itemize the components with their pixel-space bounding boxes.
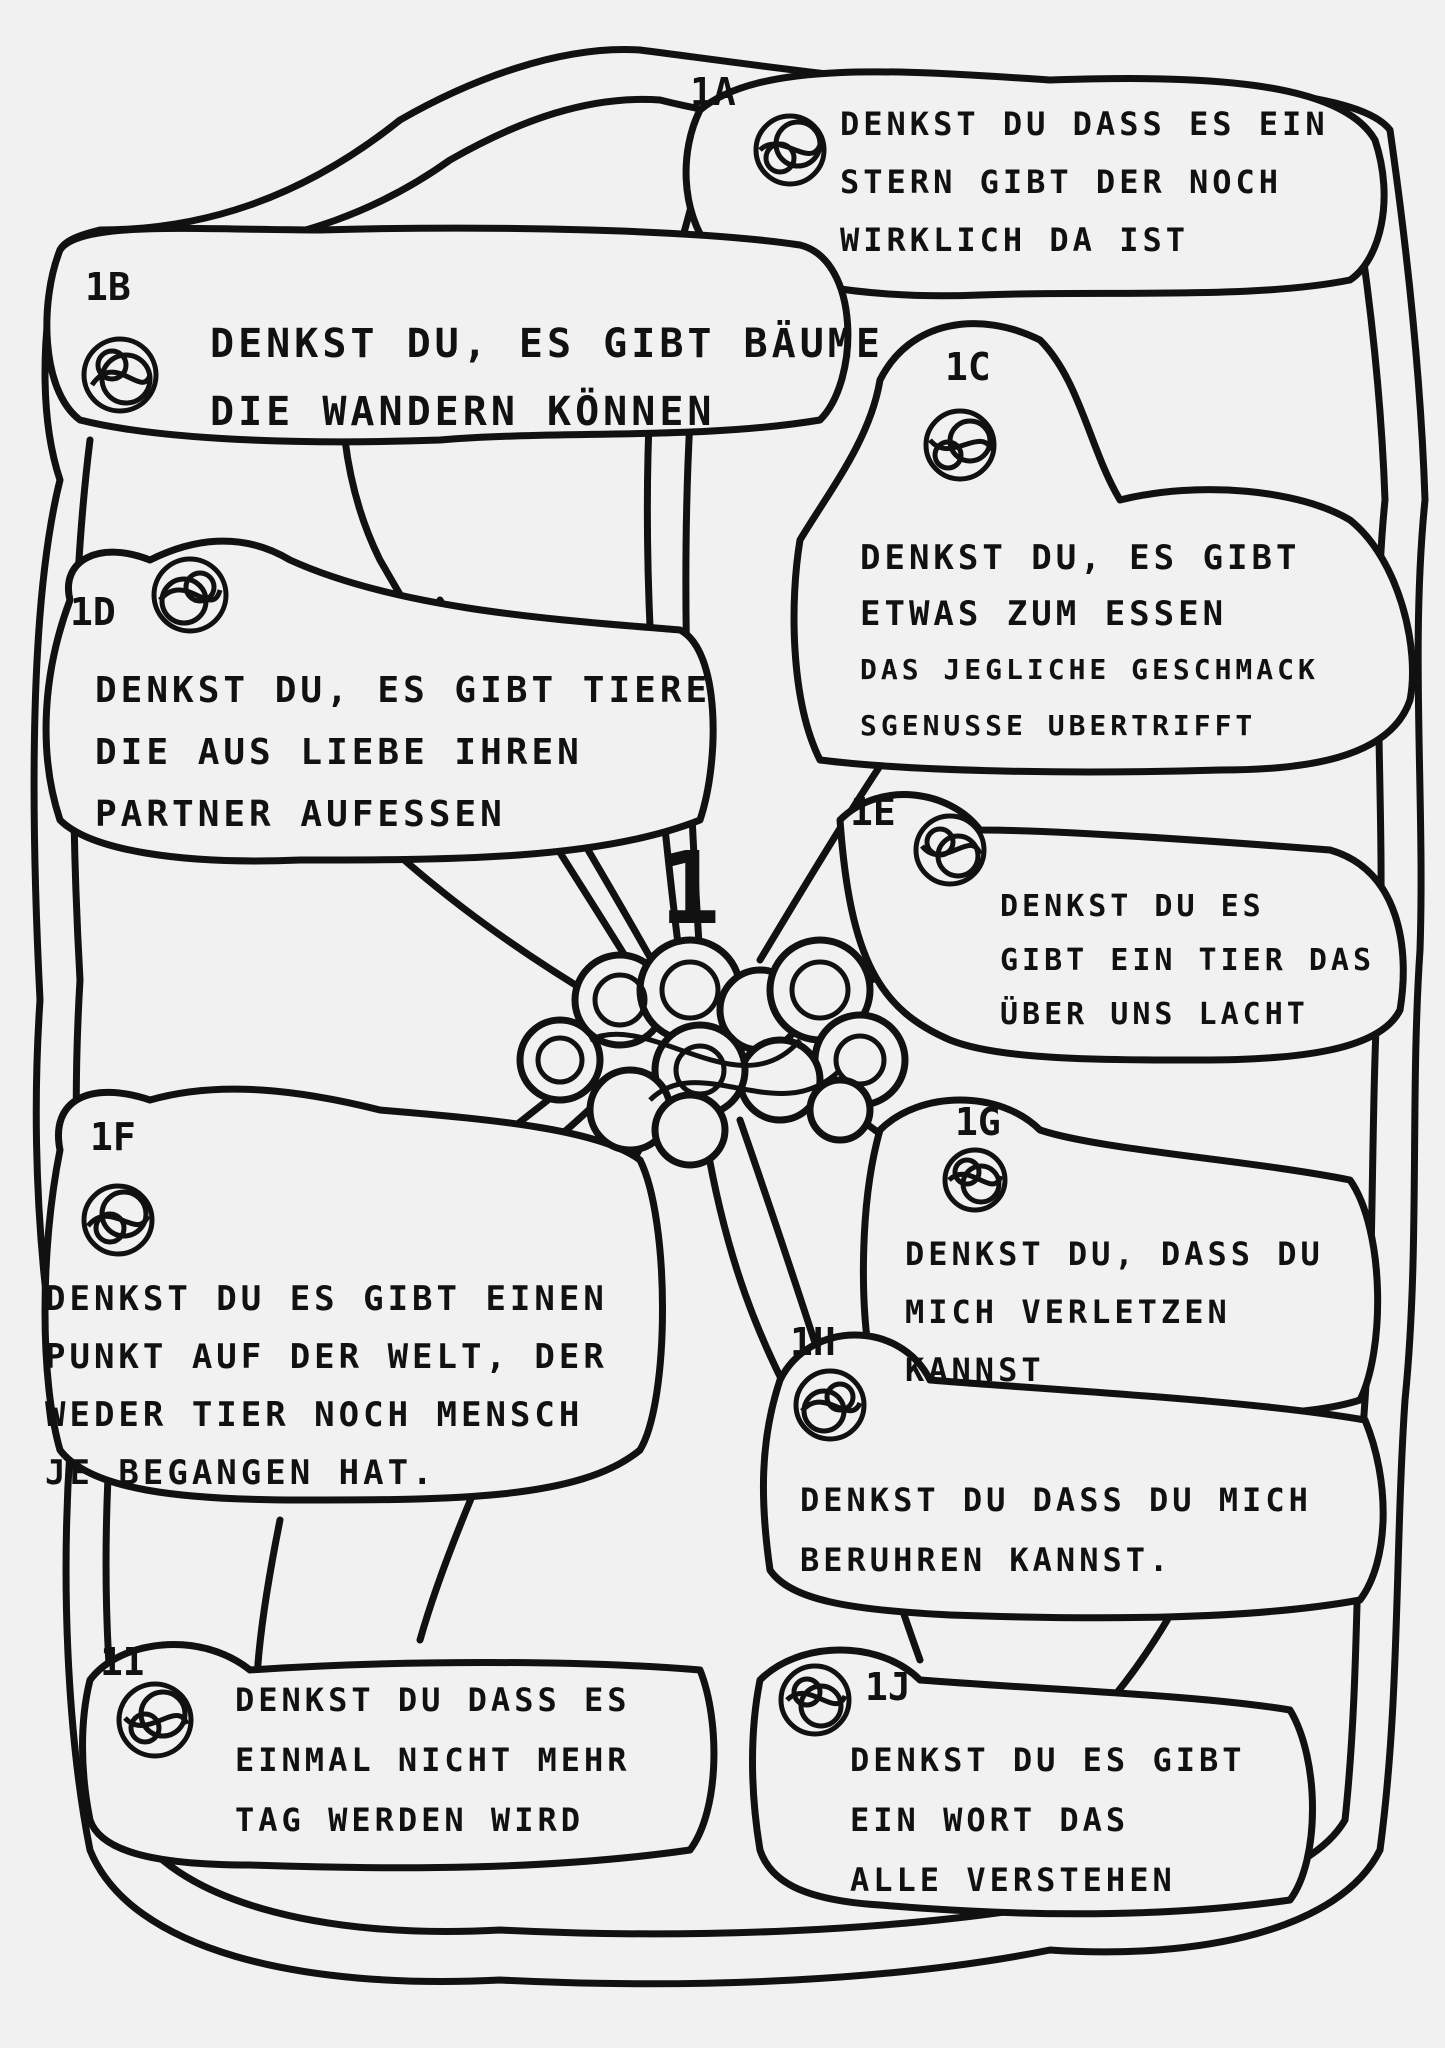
question-1F-line: WEDER TIER NOCH MENSCH [45, 1395, 584, 1435]
question-1F-line: JE BEGANGEN HAT. [45, 1453, 437, 1493]
question-1J: DENKST DU ES GIBT EIN WORT DAS ALLE VERS… [850, 1730, 1246, 1910]
question-1C: DENKST DU, ES GIBT ETWAS ZUM ESSEN DAS J… [860, 530, 1319, 754]
knot-icon-1G [942, 1147, 1008, 1213]
question-1F-line: DENKST DU ES GIBT EINEN [45, 1279, 608, 1319]
knot-icon-1H [793, 1368, 867, 1442]
question-1J-line: DENKST DU ES GIBT [850, 1741, 1246, 1779]
question-1F-line: PUNKT AUF DER WELT, DER [45, 1337, 608, 1377]
question-1B-line: DIE WANDERN KÖNNEN [210, 389, 716, 435]
question-1B-line: DENKST DU, ES GIBT BÄUME [210, 321, 884, 367]
question-1A-line: WIRKLICH DA IST [840, 221, 1189, 259]
question-1G-line: MICH VERLETZEN [905, 1293, 1231, 1331]
question-1J-line: ALLE VERSTEHEN [850, 1861, 1176, 1899]
question-1A-line: STERN GIBT DER NOCH [840, 163, 1283, 201]
question-1J-line: EIN WORT DAS [850, 1801, 1130, 1839]
node-label-1H: 1H [790, 1320, 836, 1364]
question-1C-line: ETWAS ZUM ESSEN [860, 594, 1228, 634]
question-1H-line: BERUHREN KANNST. [800, 1541, 1173, 1579]
question-1G-line: DENKST DU, DASS DU [905, 1235, 1324, 1273]
central-knot-icon [516, 936, 909, 1169]
bubble-1B [43, 224, 852, 446]
question-1D-line: PARTNER AUFESSEN [95, 794, 506, 835]
question-1I: DENKST DU DASS ES EINMAL NICHT MEHR TAG … [235, 1670, 631, 1850]
bubble-1H [759, 1331, 1387, 1622]
node-label-1B: 1B [85, 265, 131, 309]
question-1I-line: DENKST DU DASS ES [235, 1681, 631, 1719]
bubble-1F [41, 1085, 666, 1504]
question-1A-line: DENKST DU DASS ES EIN [840, 105, 1329, 143]
node-label-1F: 1F [90, 1115, 136, 1159]
knot-icon-1C [923, 408, 997, 482]
knot-icon-1D [151, 556, 229, 634]
question-1C-line: DAS JEGLICHE GESCHMACK [860, 653, 1319, 686]
question-1B: DENKST DU, ES GIBT BÄUME DIE WANDERN KÖN… [210, 310, 884, 446]
knot-icon-1B [81, 336, 159, 414]
knot-icon-1A [753, 113, 827, 187]
node-label-1A: 1A [690, 70, 736, 114]
question-1A: DENKST DU DASS ES EIN STERN GIBT DER NOC… [840, 95, 1329, 269]
question-1I-line: EINMAL NICHT MEHR [235, 1741, 631, 1779]
question-1D-line: DIE AUS LIEBE IHREN [95, 732, 583, 773]
question-1H-line: DENKST DU DASS DU MICH [800, 1481, 1312, 1519]
node-label-1I: 1I [100, 1640, 146, 1684]
question-1C-line: DENKST DU, ES GIBT [860, 538, 1301, 578]
question-1F: DENKST DU ES GIBT EINEN PUNKT AUF DER WE… [45, 1270, 608, 1502]
question-1I-line: TAG WERDEN WIRD [235, 1801, 584, 1839]
question-1E-line: DENKST DU ES [1000, 889, 1265, 924]
question-1G: DENKST DU, DASS DU MICH VERLETZEN KANNST [905, 1225, 1324, 1399]
node-label-1D: 1D [70, 590, 116, 634]
node-label-1C: 1C [945, 345, 991, 389]
question-1E-line: GIBT EIN TIER DAS [1000, 943, 1376, 978]
center-label: 1 [660, 830, 721, 947]
node-label-1J: 1J [865, 1665, 911, 1709]
node-label-1E: 1E [850, 790, 896, 834]
question-1E-line: ÜBER UNS LACHT [1000, 997, 1309, 1032]
knot-icon-1E [913, 813, 987, 887]
question-1D: DENKST DU, ES GIBT TIERE DIE AUS LIEBE I… [95, 660, 711, 846]
knot-icon-1I [116, 1681, 194, 1759]
bubble-1I [79, 1641, 718, 1872]
question-1D-line: DENKST DU, ES GIBT TIERE [95, 670, 712, 711]
knot-icon-1J [778, 1663, 852, 1737]
question-1G-line: KANNST [905, 1351, 1045, 1389]
bubble-1J [749, 1646, 1316, 1918]
question-1C-line: SGENUSSE UBERTRIFFT [860, 709, 1257, 742]
question-1H: DENKST DU DASS DU MICH BERUHREN KANNST. [800, 1470, 1312, 1590]
knot-icon-1F [81, 1183, 155, 1257]
node-label-1G: 1G [955, 1100, 1001, 1144]
question-1E: DENKST DU ES GIBT EIN TIER DAS ÜBER UNS … [1000, 880, 1375, 1042]
